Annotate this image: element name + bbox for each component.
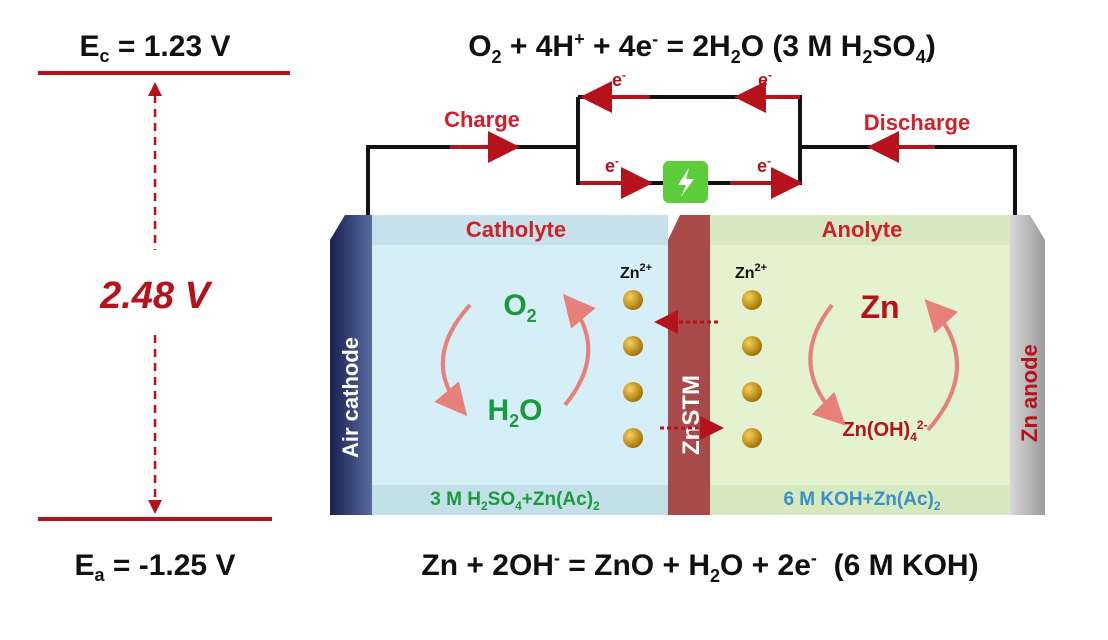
catholyte-label: Catholyte <box>466 217 566 242</box>
arrow-head-down-icon <box>148 500 162 514</box>
zn-ion-particle <box>742 290 762 310</box>
zn-anode <box>1010 215 1045 515</box>
zn-ion-particles <box>623 290 762 448</box>
zn-ion-particle <box>742 382 762 402</box>
zn-ion-particle <box>623 382 643 402</box>
arrow-head-up-icon <box>148 82 162 96</box>
zinc-label: Zn <box>860 289 899 325</box>
cathode-potential-label: Ec = 1.23 V <box>80 30 231 66</box>
zn-ion-particle <box>623 428 643 448</box>
anolyte-solution-label: 6 M KOH+Zn(Ac)2 <box>783 489 940 513</box>
anolyte-label: Anolyte <box>822 217 903 242</box>
oxidation-cycle-arrow <box>562 293 596 407</box>
electron-label: e- <box>758 68 772 90</box>
lightning-bolt-icon <box>678 168 694 197</box>
zn-ion-particle <box>623 290 643 310</box>
zn-ion-label: Zn2+ <box>735 262 767 282</box>
reduction-cycle-arrow <box>434 303 472 417</box>
catholyte-chamber <box>370 215 668 515</box>
charge-label: Charge <box>444 107 520 132</box>
battery-cell: Catholyte Anolyte Air cathode ZnSTM Zn a… <box>330 215 1045 515</box>
electron-label: e- <box>612 68 626 90</box>
discharge-cycle-arrow <box>808 303 846 426</box>
zn-ion-label: Zn2+ <box>620 262 652 282</box>
electron-label: e- <box>605 154 619 176</box>
catholyte-solution-label: 3 M H2SO4+Zn(Ac)2 <box>430 489 600 513</box>
catholyte-bottom-band <box>370 485 668 515</box>
air-cathode-label: Air cathode <box>338 337 363 458</box>
anolyte-bottom-band <box>710 485 1010 515</box>
electron-label: e- <box>757 154 771 176</box>
external-circuit: Charge Discharge e- e- e- e- <box>366 68 1017 228</box>
zincate-label: Zn(OH)42- <box>842 418 927 444</box>
potential-diagram: Ec = 1.23 V 2.48 V Ea = -1.25 V <box>38 30 290 585</box>
zn-ion-particle <box>623 336 643 356</box>
anolyte-chamber <box>710 215 1010 515</box>
water-label: H2O <box>487 394 542 431</box>
cathode-equation: O2 + 4H+ + 4e- = 2H2O (3 M H2SO4) <box>468 29 936 67</box>
oxygen-label: O2 <box>503 289 536 326</box>
cell-voltage: 2.48 V <box>99 275 213 317</box>
charge-cycle-arrow <box>924 299 959 432</box>
air-cathode <box>330 215 372 515</box>
zinc-membrane <box>668 215 710 515</box>
zn-ion-particle <box>742 428 762 448</box>
membrane-label: ZnSTM <box>678 375 705 455</box>
anode-equation: Zn + 2OH- = ZnO + H2O + 2e- (6 M KOH) <box>421 548 978 586</box>
discharge-label: Discharge <box>864 110 970 135</box>
zn-anode-label: Zn anode <box>1017 344 1042 442</box>
anolyte-top-band <box>710 215 1010 245</box>
zn-ion-particle <box>742 336 762 356</box>
anode-potential-label: Ea = -1.25 V <box>75 549 236 585</box>
catholyte-top-band <box>370 215 668 245</box>
